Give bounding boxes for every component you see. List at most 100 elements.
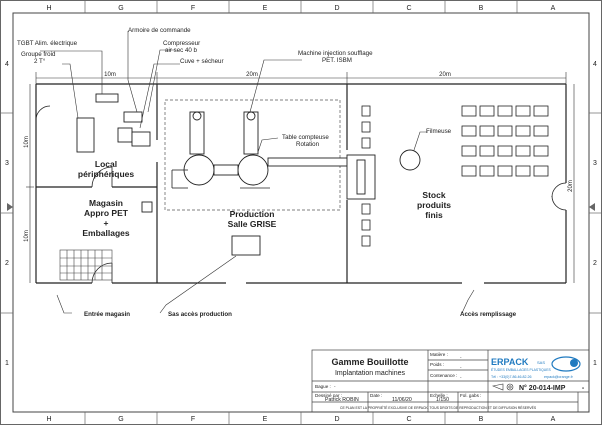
label-groupe-froid: Groupe froid [21,51,56,58]
center-mark-left [7,203,13,211]
grid-col-C-bottom: C [406,416,411,423]
company-suffix: SAS [537,360,545,365]
dim-20m-side: 20m [568,180,574,192]
grid-col-B-bottom: B [479,416,484,423]
drawing-revision: - [582,385,585,392]
secheur-unit [131,131,151,147]
tb-dessine-label: Dessiné par : [315,393,342,398]
room-magasin-2: Appro PET [84,208,129,218]
table-inner [356,159,366,195]
room-production-2: Salle GRISE [228,219,277,229]
grid-col-D-top: D [334,5,339,12]
label-tgbt: TGBT Alim. électrique [17,40,78,47]
stock-racks-left [361,105,371,247]
magasin-storage-grid [59,249,113,281]
room-stock-1: Stock [422,190,445,200]
groupe-froid-unit [76,117,95,153]
drawing-number: N° 20-014-IMP [519,384,566,392]
machine-1-carousel [183,154,215,186]
room-production-1: Production [230,209,275,219]
grid-col-B-top: B [479,5,484,12]
label-table-value: Rotation [296,141,320,148]
tb-dessine-value: Patrick ROBIN [325,397,359,403]
grid-row-1-left: 1 [5,360,9,367]
dim-10m-top: 10m [104,72,116,78]
tgbt-cabinet [95,93,119,103]
label-machine: Machine injection soufflage [298,50,373,57]
label-compresseur-value: air sec 40 b [165,47,198,54]
grid-col-D-bottom: D [334,416,339,423]
label-sas-acces: Sas accès production [168,311,232,318]
dim-20m-right: 20m [439,72,451,78]
feed-lines [171,169,270,189]
compresseur-unit [123,111,143,123]
room-magasin-1: Magasin [89,198,123,208]
grid-col-E-top: E [263,5,268,12]
tb-date-value: 11/06/20 [392,397,412,403]
grid-col-F-top: F [191,5,195,12]
title-block-title: Gamme Bouillotte [331,357,408,367]
tb-fol-value: - [470,397,472,402]
grid-row-2-right: 2 [593,260,597,267]
grid-row-3-left: 3 [5,160,9,167]
company-mail: erpack@orange.fr [544,375,574,379]
grid-col-G-bottom: G [118,416,123,423]
conveyor-link [213,164,239,176]
projection-symbol-icon [491,383,514,391]
title-block-footer: CE PLAN EST LA PROPRIÉTÉ EXCLUSIVE DE ER… [340,405,537,410]
company-logo-icon [551,356,581,372]
magasin-box [141,201,153,213]
tb-contenance-value: - [460,375,462,380]
room-magasin-3: + [104,218,109,228]
sas-box [231,235,261,256]
grid-col-A-bottom: A [551,416,556,423]
tb-echelle-value: 1/150 [436,397,449,403]
grid-col-H-top: H [46,5,51,12]
grid-col-E-bottom: E [263,416,268,423]
label-armoire: Armoire de commande [128,27,191,34]
tb-poids-label: Poids : [430,362,444,367]
label-table: Table compteuse [282,134,329,141]
label-compresseur: Compresseur [163,40,200,47]
label-cuve: Cuve + sécheur [180,58,224,65]
grid-row-2-left: 2 [5,260,9,267]
tb-fol-label: Fol. gabs : [460,393,481,398]
label-acces-remplissage: Accès remplissage [460,311,517,318]
tb-matiere-value: - [460,355,462,360]
grid-row-3-right: 3 [593,160,597,167]
tb-poids-value: - [460,365,462,370]
dim-10m-left-top: 10m [24,136,30,148]
room-local-title: Local [95,159,117,169]
grid-col-C-top: C [406,5,411,12]
door-swings [35,105,567,284]
label-filmeuse: Filmeuse [426,128,452,135]
machine-1-head [192,111,202,121]
leader-lines [40,31,475,314]
grid-row-4-right: 4 [593,61,597,68]
company-name: ERPACK [491,357,529,367]
conveyor-main [267,157,349,167]
tb-contenance-label: Contenance : [430,373,457,378]
cuve-unit [117,127,133,143]
tb-bague-value: - [334,384,336,389]
tb-date-label: Date : [370,393,382,398]
machine-zone [164,99,341,211]
tb-matiere-label: Matière : [430,352,448,357]
grid-row-1-right: 1 [593,360,597,367]
room-magasin-4: Emballages [82,228,130,238]
building-walls [35,83,567,284]
grid-col-G-top: G [118,5,123,12]
room-local-subtitle: périphériques [78,169,134,179]
grid-row-4-left: 4 [5,61,9,68]
filmeuse-machine [399,149,421,171]
title-block-subtitle: Implantation machines [335,370,406,377]
label-entree-magasin: Entrée magasin [84,311,130,318]
tb-bague-label: Bague : [315,384,331,389]
dim-10m-left-bottom: 10m [24,230,30,242]
dim-20m-mid: 20m [246,72,258,78]
center-mark-right [589,203,595,211]
